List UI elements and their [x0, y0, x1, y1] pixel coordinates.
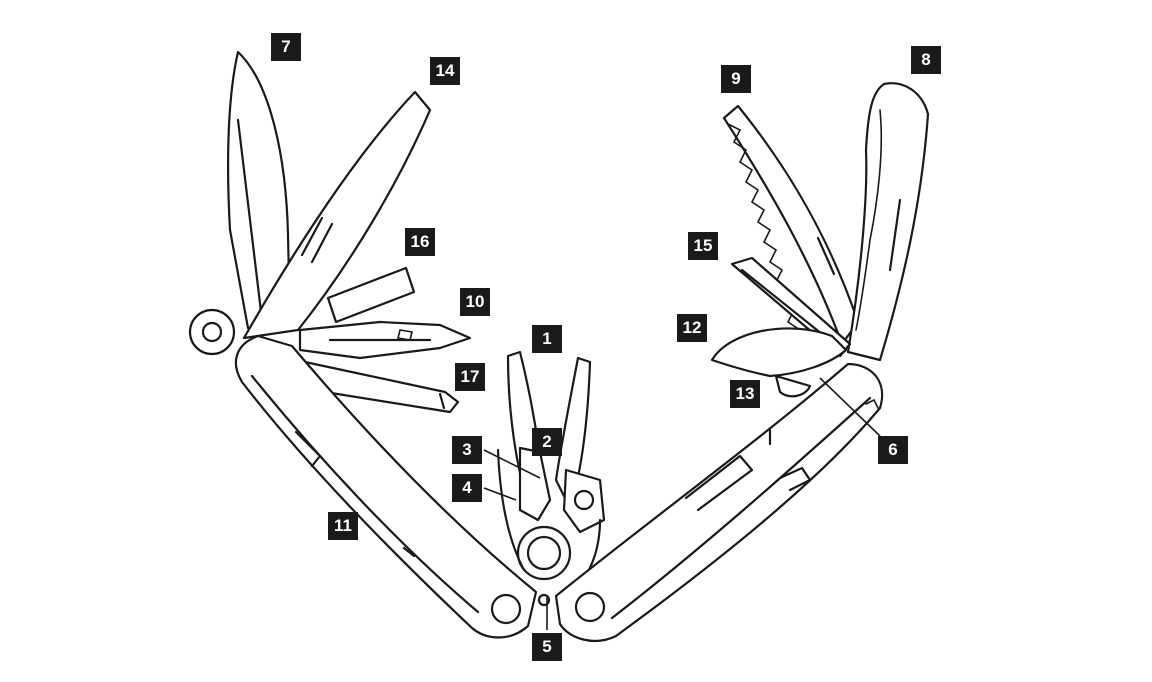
- callout-10: 10: [460, 288, 490, 316]
- callout-11: 11: [328, 512, 358, 540]
- callout-5: 5: [532, 633, 562, 661]
- can-and-bottle-opener: [710, 327, 848, 398]
- callout-9: 9: [721, 65, 751, 93]
- callout-6: 6: [878, 436, 908, 464]
- callout-17: 17: [455, 363, 485, 391]
- callout-3: 3: [452, 436, 482, 464]
- callout-1: 1: [532, 325, 562, 353]
- bit-driver: [326, 266, 416, 324]
- leader-lines: [483, 377, 881, 630]
- callout-15: 15: [688, 232, 718, 260]
- left-handle: [234, 334, 538, 639]
- callout-13: 13: [730, 380, 760, 408]
- serrated-blade: [846, 82, 930, 362]
- callout-12: 12: [677, 314, 707, 342]
- scissors: [298, 320, 472, 360]
- pliers: [496, 350, 606, 607]
- callout-14: 14: [430, 57, 460, 85]
- lanyard-ring: [188, 308, 236, 356]
- callout-16: 16: [405, 228, 435, 256]
- callout-2: 2: [532, 428, 562, 456]
- wood-file: [242, 90, 432, 340]
- callout-8: 8: [911, 46, 941, 74]
- callout-4: 4: [452, 474, 482, 502]
- right-handle: [554, 362, 884, 642]
- callout-7: 7: [271, 33, 301, 61]
